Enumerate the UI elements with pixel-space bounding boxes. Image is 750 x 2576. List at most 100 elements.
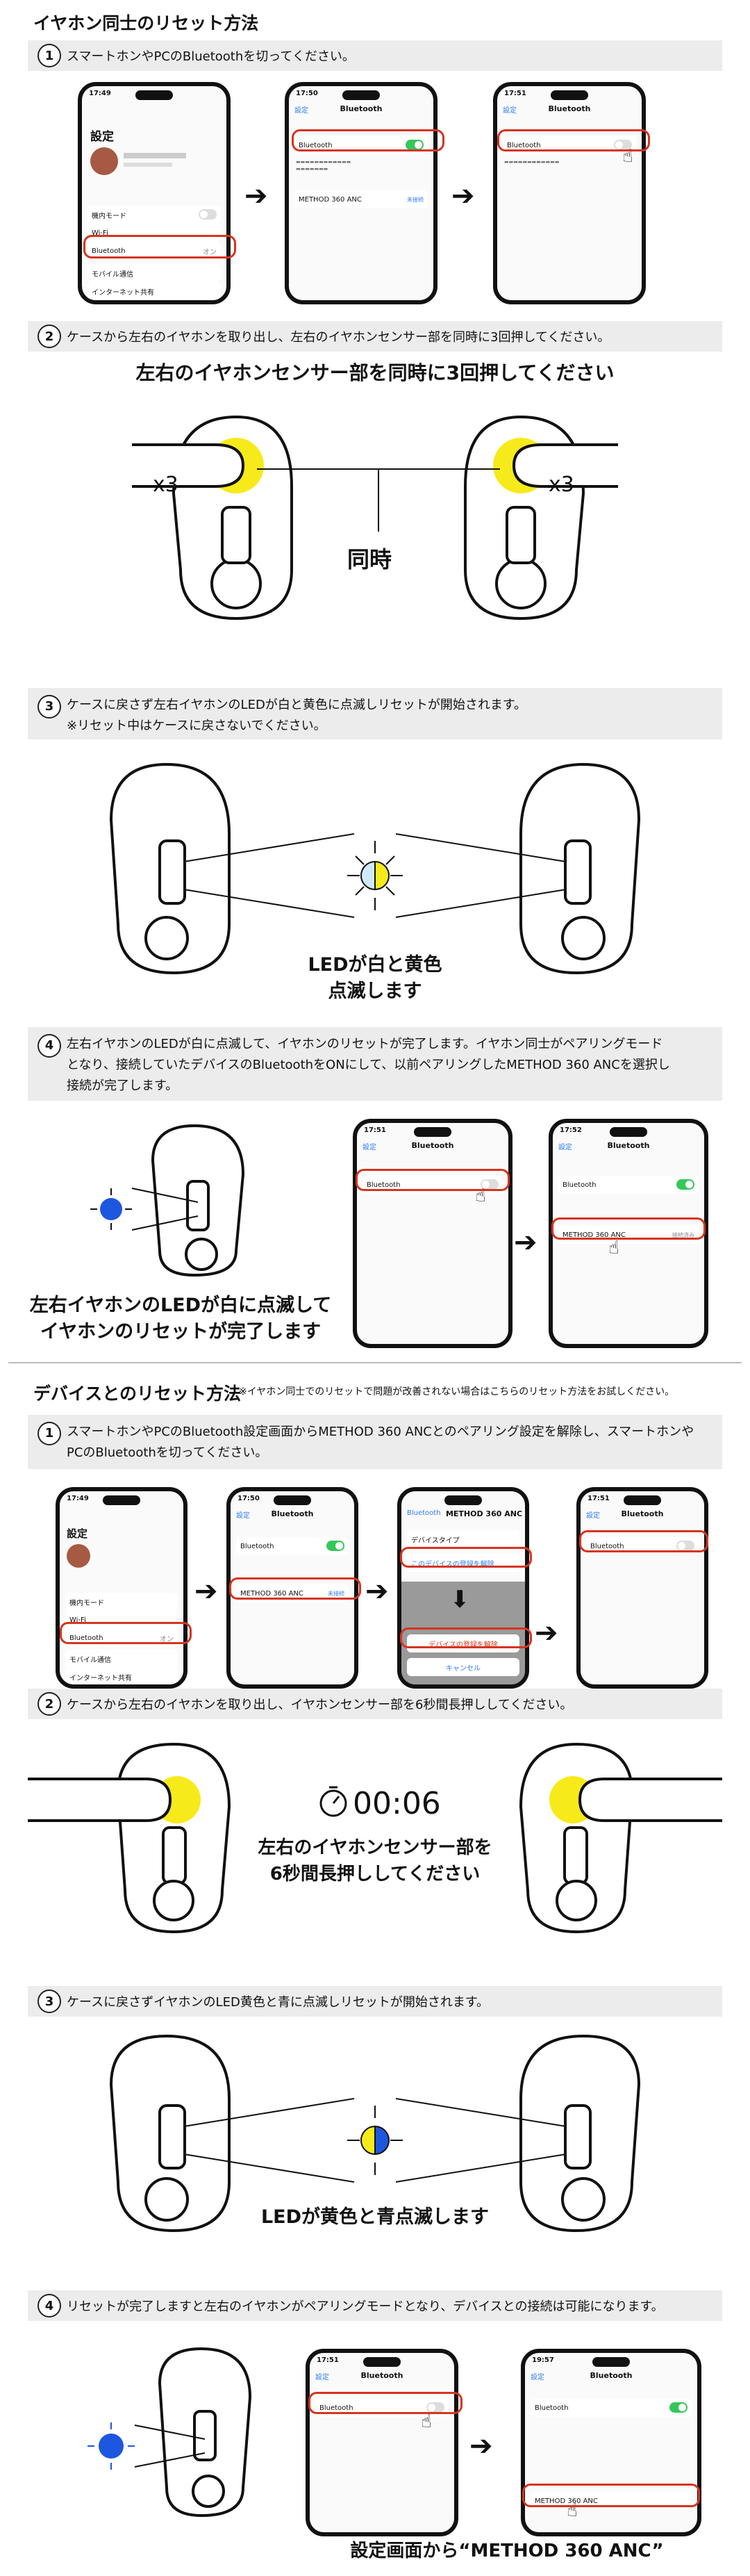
- step-text: PCのBluetoothを切ってください。: [67, 1445, 268, 1460]
- caption-line: 左右のイヤホンセンサー部を: [258, 1837, 492, 1858]
- section2-step4-caption: 設定画面から“METHOD 360 ANC”: [350, 2541, 664, 2561]
- phone-notch: [610, 1127, 647, 1137]
- left-finger-icon: [28, 1778, 172, 1822]
- row-label: Bluetooth: [562, 1181, 597, 1189]
- item-label: インターネット共有: [69, 1674, 132, 1682]
- back-link[interactable]: 設定: [315, 2374, 329, 2381]
- note-lines: ▬▬▬▬▬▬▬▬▬▬▬▬▬▬▬▬▬▬▬: [296, 159, 351, 172]
- row-label: Bluetooth: [590, 1542, 624, 1550]
- back-link[interactable]: Bluetooth: [407, 1509, 441, 1517]
- settings-item-airplane[interactable]: 機内モード: [65, 1593, 178, 1611]
- timer-readout: 00:06: [353, 1786, 441, 1821]
- settings-item-wifi[interactable]: Wi-Fi: [88, 224, 221, 242]
- section2-step3-bar: 3 ケースに戻さずイヤホンのLED黄色と青に点滅しリセットが開始されます。: [28, 1986, 722, 2017]
- bluetooth-toggle[interactable]: [481, 1179, 499, 1190]
- arrow-right-icon: ➔: [469, 2430, 493, 2462]
- bluetooth-value: オン: [203, 248, 217, 256]
- step-number: 3: [38, 695, 61, 719]
- phone-notch: [103, 1495, 140, 1505]
- bluetooth-row[interactable]: Bluetooth: [558, 1176, 699, 1194]
- phone-time: 17:51: [588, 1495, 610, 1502]
- profile-name-placeholder: [124, 153, 186, 158]
- step-note: ※リセット中はケースに戻さないでください。: [67, 719, 326, 733]
- profile-sub-placeholder: [124, 163, 172, 167]
- bluetooth-toggle[interactable]: [676, 1541, 694, 1551]
- section1-step1-bar: 1 スマートホンやPCのBluetoothを切ってください。: [28, 40, 722, 71]
- phone-bluetooth-off: 17:51 設定 Bluetooth Bluetooth ▬▬▬▬▬▬▬▬▬▬▬…: [493, 82, 646, 304]
- device-status: 未接続: [407, 196, 424, 203]
- earbud-led-blue: [88, 2347, 252, 2518]
- phone-bluetooth-off-4: 17:51 設定 Bluetooth Bluetooth ☝: [306, 2349, 458, 2536]
- phone-notch: [363, 2357, 401, 2367]
- step-number: 4: [38, 1034, 61, 1058]
- bluetooth-row[interactable]: Bluetooth: [531, 2399, 692, 2417]
- arrow-right-icon: ➔: [244, 180, 268, 212]
- row-label: Bluetooth: [535, 2404, 569, 2412]
- led-yellow-blue-icon: [347, 2106, 403, 2175]
- timer-icon: [319, 1786, 347, 1817]
- device-status: 接続済み: [672, 1231, 694, 1238]
- row-label: Bluetooth: [507, 141, 541, 149]
- phone-time: 17:50: [296, 90, 318, 97]
- earbuds-hold-illustration: [28, 1742, 722, 1934]
- settings-item-cellular[interactable]: モバイル通信: [65, 1650, 178, 1668]
- phone-notch: [342, 90, 380, 100]
- back-link[interactable]: 設定: [531, 2374, 544, 2381]
- section1-title: イヤホン同士のリセット方法: [33, 13, 259, 33]
- settings-item-hotspot[interactable]: インターネット共有: [65, 1668, 178, 1684]
- cancel-button[interactable]: キャンセル: [407, 1658, 519, 1676]
- caption-line: LEDが白と黄色: [308, 954, 442, 976]
- back-link[interactable]: 設定: [362, 1144, 376, 1151]
- section1-step3-bar: 3 ケースに戻さず左右イヤホンのLEDが白と黄色に点滅しリセットが開始されます。…: [28, 688, 722, 739]
- settings-item-wifi[interactable]: Wi-Fi: [65, 1611, 178, 1629]
- phone-time: 17:50: [238, 1495, 260, 1502]
- section2-note: ※イヤホン同士でのリセットで問題が改善されない場合はこちらのリセット方法をお試し…: [239, 1386, 675, 1397]
- earbuds-led-yellow-blue: [109, 2034, 641, 2233]
- bluetooth-toggle[interactable]: [614, 140, 632, 150]
- simultaneous-label: 同時: [347, 546, 392, 573]
- highlight-bluetooth: [83, 235, 236, 259]
- bluetooth-toggle[interactable]: [669, 2402, 688, 2413]
- back-link[interactable]: 設定: [586, 1512, 600, 1520]
- section2-step3-caption: LEDが黄色と青点滅します: [260, 2206, 490, 2228]
- back-link[interactable]: 設定: [294, 107, 308, 115]
- item-label: モバイル通信: [69, 1656, 111, 1664]
- screen-title: Bluetooth: [271, 1509, 314, 1518]
- step-text: ケースに戻さずイヤホンのLED黄色と青に点滅しリセットが開始されます。: [67, 1995, 490, 2010]
- device-name: METHOD 360 ANC: [535, 2497, 598, 2505]
- confirm-forget-button[interactable]: デバイスの登録を解除: [407, 1634, 519, 1652]
- settings-item-cellular[interactable]: モバイル通信: [88, 264, 221, 282]
- button-label: デバイスの登録を解除: [428, 1641, 498, 1649]
- back-link[interactable]: 設定: [558, 1144, 572, 1151]
- arrow-right-icon: ➔: [194, 1575, 218, 1607]
- phone-notch: [444, 1495, 482, 1505]
- phone-notch: [414, 1127, 451, 1137]
- bluetooth-row[interactable]: Bluetooth: [236, 1537, 349, 1555]
- arrow-right-icon: ➔: [514, 1227, 538, 1258]
- bluetooth-toggle[interactable]: [326, 1541, 344, 1551]
- caption-line: 点滅します: [328, 981, 422, 1002]
- screen-title: Bluetooth: [340, 104, 383, 113]
- device-name: METHOD 360 ANC: [240, 1589, 303, 1598]
- phone-bluetooth-on: 17:50 設定 Bluetooth Bluetooth ▬▬▬▬▬▬▬▬▬▬▬…: [285, 82, 438, 304]
- settings-item-hotspot[interactable]: インターネット共有: [88, 282, 221, 300]
- device-status: 未接続: [328, 1590, 344, 1597]
- step-text-block: スマートホンやPCのBluetooth設定画面からMETHOD 360 ANCと…: [67, 1422, 694, 1463]
- settings-item-airplane[interactable]: 機内モード: [88, 206, 221, 224]
- bluetooth-toggle[interactable]: [426, 2402, 444, 2413]
- left-finger-icon: [132, 443, 245, 488]
- back-link[interactable]: 設定: [503, 107, 517, 115]
- bluetooth-value: オン: [160, 1635, 174, 1643]
- device-type-row[interactable]: デバイスタイプ: [407, 1530, 519, 1548]
- caption-line: イヤホンのリセットが完了します: [40, 1321, 322, 1343]
- screen-title: Bluetooth: [411, 1141, 454, 1150]
- forget-device-row[interactable]: このデバイスの登録を解除: [407, 1554, 519, 1572]
- bluetooth-toggle[interactable]: [406, 140, 424, 150]
- screen-title: Bluetooth: [607, 1141, 650, 1150]
- bluetooth-toggle[interactable]: [676, 1179, 694, 1190]
- avatar: [90, 147, 118, 175]
- airplane-toggle[interactable]: [199, 209, 217, 220]
- back-link[interactable]: 設定: [236, 1512, 250, 1520]
